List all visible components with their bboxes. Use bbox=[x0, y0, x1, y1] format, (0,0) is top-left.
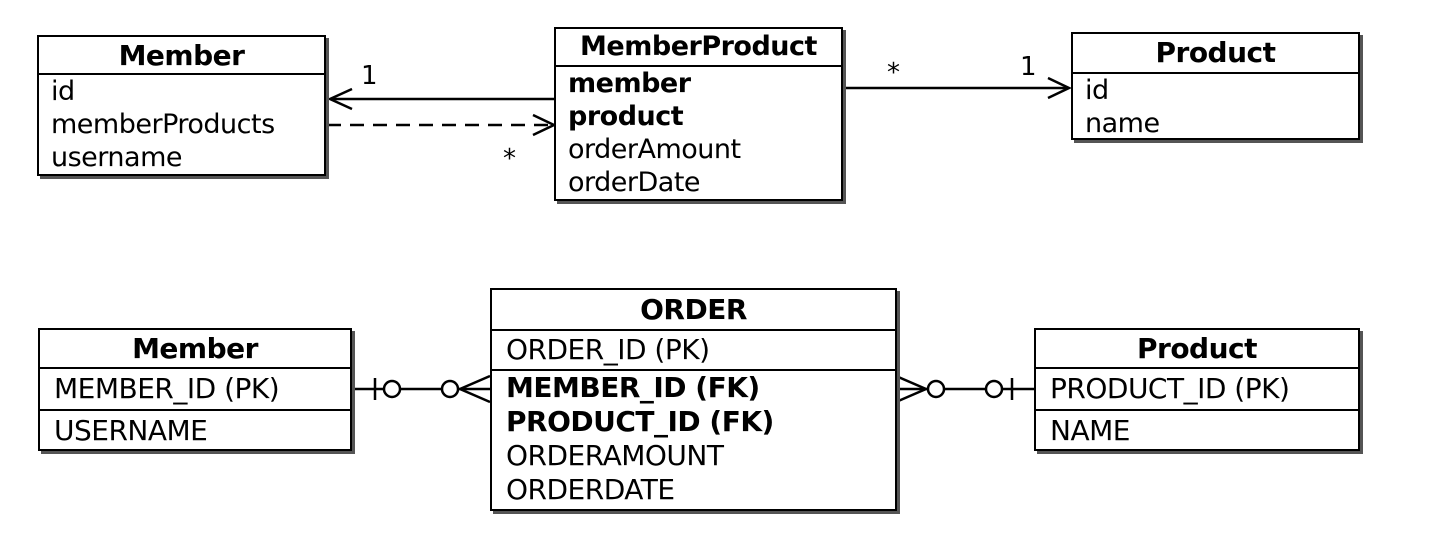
multiplicity-product-many: * bbox=[887, 58, 900, 88]
table-primary-key: PRODUCT_ID (PK) bbox=[1036, 369, 1358, 411]
field: name bbox=[1085, 108, 1160, 139]
field: orderDate bbox=[568, 167, 701, 198]
field: memberProducts bbox=[51, 109, 275, 140]
class-title: Member bbox=[39, 37, 324, 75]
uml-product-class: Product id name bbox=[1071, 32, 1360, 140]
table-title: Member bbox=[40, 330, 350, 369]
table-fields: USERNAME bbox=[40, 411, 350, 445]
table-primary-key: ORDER_ID (PK) bbox=[492, 331, 895, 371]
uml-member-product-class: MemberProduct member product orderAmount… bbox=[554, 27, 843, 201]
field: member bbox=[568, 68, 691, 99]
table-title: Product bbox=[1036, 330, 1358, 369]
class-title: MemberProduct bbox=[556, 29, 841, 67]
pk-field: MEMBER_ID (PK) bbox=[54, 372, 280, 405]
field: ORDERAMOUNT bbox=[506, 439, 724, 472]
field: id bbox=[1085, 75, 1109, 106]
uml-association-member bbox=[326, 87, 556, 111]
uml-member-class: Member id memberProducts username bbox=[37, 35, 326, 176]
multiplicity-member-one: 1 bbox=[361, 61, 378, 91]
field: MEMBER_ID (FK) bbox=[506, 371, 760, 404]
field: username bbox=[51, 142, 183, 173]
table-primary-key: MEMBER_ID (PK) bbox=[40, 369, 350, 411]
erd-product-table: Product PRODUCT_ID (PK) NAME bbox=[1034, 328, 1360, 451]
pk-field: ORDER_ID (PK) bbox=[506, 333, 710, 366]
table-fields: NAME bbox=[1036, 411, 1358, 445]
class-fields: id memberProducts username bbox=[39, 75, 324, 177]
erd-relation-member-order bbox=[352, 374, 491, 404]
field: ORDERDATE bbox=[506, 473, 675, 506]
erd-member-table: Member MEMBER_ID (PK) USERNAME bbox=[38, 328, 352, 451]
table-fields: MEMBER_ID (FK) PRODUCT_ID (FK) ORDERAMOU… bbox=[492, 371, 895, 510]
multiplicity-product-one: 1 bbox=[1020, 52, 1037, 82]
field: product bbox=[568, 101, 684, 132]
class-fields: id name bbox=[1073, 74, 1358, 143]
field: orderAmount bbox=[568, 134, 741, 165]
multiplicity-member-products-many: * bbox=[503, 144, 516, 174]
field: NAME bbox=[1050, 414, 1130, 447]
field: id bbox=[51, 76, 75, 107]
table-title: ORDER bbox=[492, 290, 895, 331]
uml-association-member-products bbox=[327, 113, 557, 137]
class-title: Product bbox=[1073, 34, 1358, 74]
erd-order-table: ORDER ORDER_ID (PK) MEMBER_ID (FK) PRODU… bbox=[490, 288, 897, 511]
field: PRODUCT_ID (FK) bbox=[506, 405, 774, 438]
class-fields: member product orderAmount orderDate bbox=[556, 67, 841, 202]
pk-field: PRODUCT_ID (PK) bbox=[1050, 372, 1290, 405]
erd-relation-order-product bbox=[895, 374, 1034, 404]
field: USERNAME bbox=[54, 414, 208, 447]
uml-association-product bbox=[842, 76, 1072, 100]
